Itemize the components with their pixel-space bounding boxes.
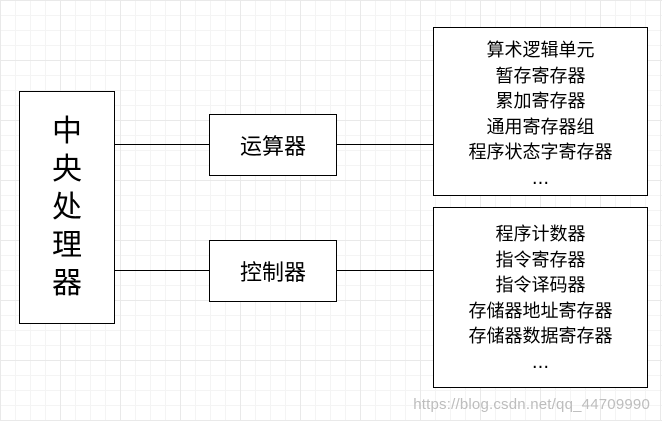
cpu-label-char: 器 <box>52 265 82 301</box>
control-unit-box: 控制器 <box>209 240 337 302</box>
cpu-label-char: 中 <box>52 113 82 149</box>
alu-component-item: 通用寄存器组 <box>486 116 595 138</box>
watermark: https://blog.csdn.net/qq_44709990 <box>413 396 650 413</box>
cpu-label-char: 理 <box>52 227 82 263</box>
control-component-item: 存储器地址寄存器 <box>468 300 613 322</box>
control-component-item: ... <box>531 351 550 373</box>
control-component-item: 指令寄存器 <box>495 249 586 271</box>
alu-component-item: 暂存寄存器 <box>495 65 586 87</box>
alu-label: 运算器 <box>239 135 306 160</box>
alu-box: 运算器 <box>209 114 337 176</box>
cpu-label-char: 处 <box>52 189 82 225</box>
cpu-control-connector <box>115 270 209 271</box>
control-list-connector <box>337 270 433 271</box>
alu-component-item: 程序状态字寄存器 <box>468 142 613 163</box>
cpu-label-char: 央 <box>52 151 82 187</box>
cpu-box: 中 央 处 理 器 <box>19 91 115 324</box>
control-component-item: 存储器数据寄存器 <box>468 326 613 347</box>
alu-list-connector <box>337 144 433 145</box>
cpu-alu-connector <box>115 144 209 145</box>
alu-components-box: 算术逻辑单元 暂存寄存器 累加寄存器 通用寄存器组 程序状态字寄存器 ... <box>433 27 648 196</box>
alu-component-item: 算术逻辑单元 <box>486 40 595 61</box>
control-component-item: 程序计数器 <box>495 224 586 245</box>
control-components-box: 程序计数器 指令寄存器 指令译码器 存储器地址寄存器 存储器数据寄存器 ... <box>433 207 648 388</box>
alu-component-item: 累加寄存器 <box>495 91 586 112</box>
control-component-item: 指令译码器 <box>495 275 586 296</box>
alu-component-item: ... <box>531 167 550 189</box>
control-unit-label: 控制器 <box>239 261 306 286</box>
